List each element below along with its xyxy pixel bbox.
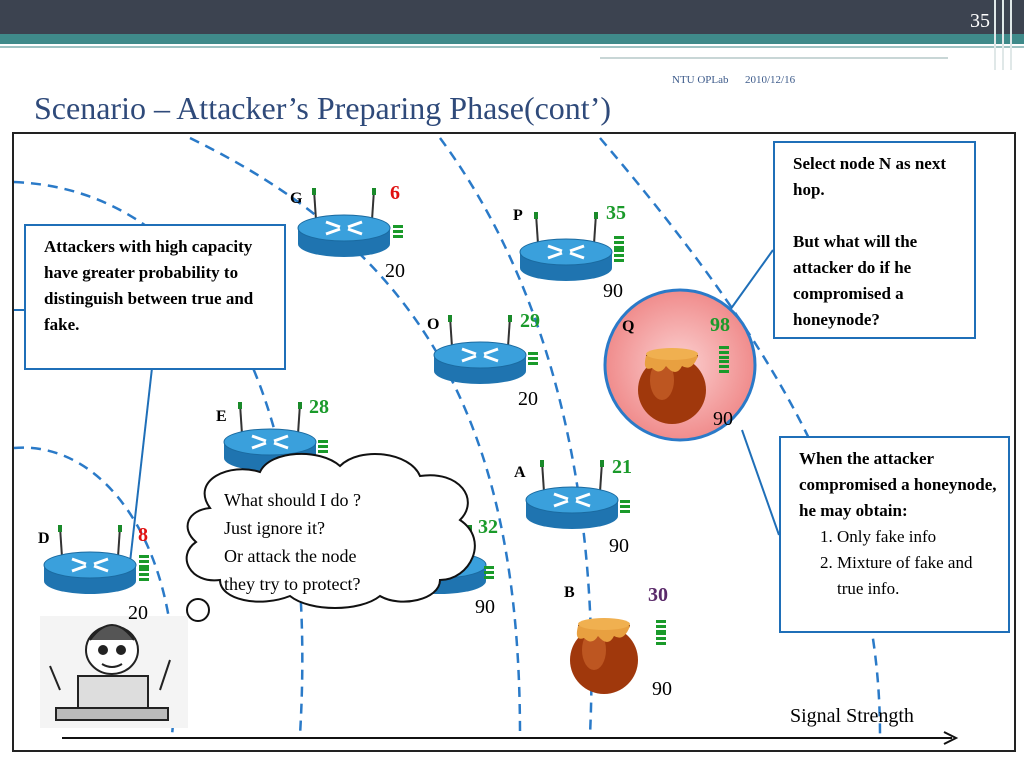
signal-bars-icon xyxy=(393,225,403,238)
signal-bars-icon xyxy=(614,236,624,249)
node-value-g: 6 xyxy=(390,182,400,204)
list-item: Mixture of fake and true info. xyxy=(837,550,998,602)
signal-bars-icon xyxy=(614,249,624,262)
signal-bars-icon xyxy=(620,500,630,513)
node-label-e: E xyxy=(216,408,227,425)
node-label-a: A xyxy=(514,464,526,481)
node-value-d: 8 xyxy=(138,524,148,546)
router-o-icon xyxy=(432,313,528,386)
decor-vline xyxy=(994,0,996,70)
node-label-b: B xyxy=(564,584,575,601)
router-d-icon xyxy=(42,523,138,596)
signal-bars-icon xyxy=(318,440,328,453)
connector-line xyxy=(729,249,774,311)
signal-bars-icon xyxy=(656,632,666,645)
axis-label: Signal Strength xyxy=(790,705,914,727)
accent-bar xyxy=(0,34,1024,44)
node-value-a: 21 xyxy=(612,456,632,478)
router-p-icon xyxy=(518,210,614,283)
signal-bars-icon xyxy=(484,566,494,579)
slide-title: Scenario – Attacker’s Preparing Phase(co… xyxy=(34,90,611,126)
attacker-cartoon-icon xyxy=(40,616,188,728)
node-value-p: 35 xyxy=(606,202,626,224)
thought-line: Or attack the node xyxy=(224,546,357,566)
node-value-o: 29 xyxy=(520,310,540,332)
node-label-g: G xyxy=(290,190,303,207)
callout-text: Attackers with high capacity have greate… xyxy=(44,237,254,334)
signal-bars-icon xyxy=(656,620,666,633)
node-distance-q: 90 xyxy=(713,408,733,430)
node-distance-b: 90 xyxy=(652,678,672,700)
range-arc xyxy=(438,137,593,736)
decor-vline xyxy=(1002,0,1004,70)
router-g-icon xyxy=(296,186,392,259)
connector-line xyxy=(741,429,780,536)
list-item: Only fake info xyxy=(837,524,998,550)
slide-number: 35 xyxy=(970,10,990,32)
node-label-d: D xyxy=(38,530,50,547)
signal-bars-icon xyxy=(719,346,729,359)
node-distance-p: 90 xyxy=(603,280,623,302)
node-value-e: 28 xyxy=(309,396,329,418)
decor-line xyxy=(600,57,948,59)
signal-bars-icon xyxy=(719,360,729,373)
callout-text: When the attacker compromised a honeynod… xyxy=(799,449,997,520)
callout-text: Select node N as next hop. xyxy=(793,154,946,199)
node-distance-g: 20 xyxy=(385,260,405,282)
callout-attacker-capacity: Attackers with high capacity have greate… xyxy=(24,224,286,370)
thought-text: What should I do ? Just ignore it? Or at… xyxy=(224,486,414,598)
honeypot-b-icon xyxy=(570,618,638,694)
range-arc xyxy=(599,137,882,736)
decor-vline xyxy=(1010,0,1012,70)
node-label-o: O xyxy=(427,316,440,333)
callout-next-hop: Select node N as next hop. But what will… xyxy=(773,141,976,339)
accent-line xyxy=(0,46,1024,48)
thought-line: What should I do ? xyxy=(224,490,361,510)
node-distance-d: 20 xyxy=(128,602,148,624)
connector-line xyxy=(127,367,153,581)
thought-line: they try to protect? xyxy=(224,574,361,594)
node-distance-o: 20 xyxy=(518,388,538,410)
callout-connectors xyxy=(14,249,780,581)
axis-arrowhead-icon xyxy=(943,731,959,745)
router-a-icon xyxy=(524,458,620,531)
signal-bars-icon xyxy=(139,568,149,581)
callout-honeynode-obtain: When the attacker compromised a honeynod… xyxy=(779,436,1010,633)
node-value-q: 98 xyxy=(710,314,730,336)
node-value-b: 30 xyxy=(648,584,668,606)
signal-bars-icon xyxy=(139,555,149,568)
callout-text: But what will the attacker do if he comp… xyxy=(793,232,918,329)
top-bar xyxy=(0,0,1024,34)
signal-bars-icon xyxy=(528,352,538,365)
node-label-q: Q xyxy=(622,318,635,335)
scenario-frame xyxy=(12,132,1016,752)
range-arc xyxy=(13,446,176,736)
footer-org: NTU OPLab xyxy=(672,74,729,86)
honeypot-q-icon xyxy=(638,348,706,424)
thought-line: Just ignore it? xyxy=(224,518,325,538)
node-distance-a: 90 xyxy=(609,535,629,557)
node-label-p: P xyxy=(513,207,523,224)
obtain-list: Only fake info Mixture of fake and true … xyxy=(799,524,998,602)
node-distance-x: 90 xyxy=(475,596,495,618)
footer-date: 2010/12/16 xyxy=(745,74,796,86)
node-value-x: 32 xyxy=(478,516,498,538)
